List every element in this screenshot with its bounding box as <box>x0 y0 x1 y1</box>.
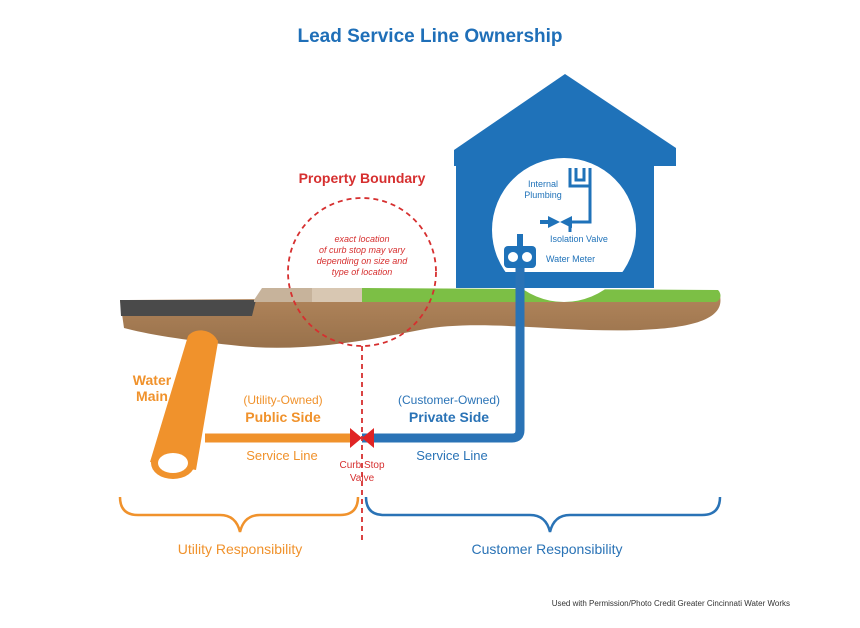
soil-layer <box>120 296 721 348</box>
water-main-inner <box>158 453 188 473</box>
isolation-valve-icon <box>540 216 572 228</box>
water-meter-label: Water Meter <box>546 254 595 264</box>
public-side-label: Public Side <box>245 409 321 425</box>
boundary-note-1: exact location <box>334 234 389 244</box>
internal-plumbing-label: Internal <box>528 179 558 189</box>
customer-service-line-label: Service Line <box>416 448 488 463</box>
curb-strip <box>312 288 362 302</box>
utility-owned-label: (Utility-Owned) <box>243 393 322 407</box>
house <box>454 74 676 302</box>
internal-plumbing-label-2: Plumbing <box>524 190 562 200</box>
utility-responsibility-label: Utility Responsibility <box>178 541 302 557</box>
isolation-valve-label: Isolation Valve <box>550 234 608 244</box>
road-surface <box>120 300 256 316</box>
boundary-note-4: type of location <box>332 267 393 277</box>
water-main-fill <box>150 330 218 470</box>
curb-stop-label-2: Valve <box>350 473 375 484</box>
page-title: Lead Service Line Ownership <box>297 26 562 47</box>
curb-stop-label: Curb Stop <box>339 460 384 471</box>
customer-owned-label: (Customer-Owned) <box>398 393 500 407</box>
boundary-note-3: depending on size and <box>317 256 409 266</box>
utility-brace <box>118 496 360 533</box>
utility-service-line-label: Service Line <box>246 448 318 463</box>
property-boundary-label: Property Boundary <box>299 170 426 186</box>
boundary-circle <box>287 197 437 347</box>
customer-brace <box>364 496 722 533</box>
boundary-note-2: of curb stop may vary <box>319 245 406 255</box>
water-meter-icon <box>504 234 536 268</box>
photo-credit: Used with Permission/Photo Credit Greate… <box>552 599 790 608</box>
water-main-label: Water <box>133 372 172 388</box>
customer-service-line <box>362 268 525 443</box>
curb-stop-valve-icon <box>350 428 374 448</box>
private-side-label: Private Side <box>409 409 489 425</box>
customer-responsibility-label: Customer Responsibility <box>472 541 623 557</box>
water-main-label-2: Main <box>136 388 168 404</box>
house-base <box>456 272 654 288</box>
